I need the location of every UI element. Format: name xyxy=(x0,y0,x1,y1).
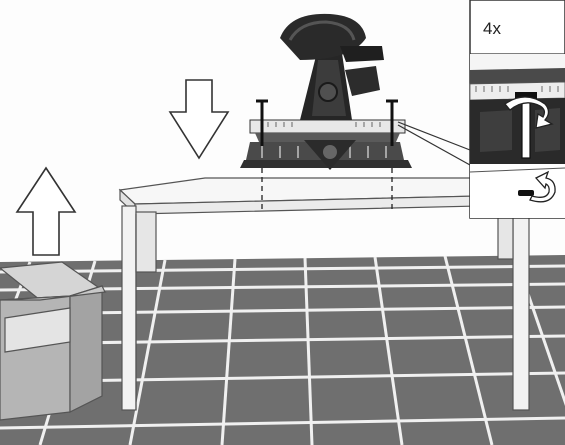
mounting-screws xyxy=(256,99,398,146)
rotate-arrow-icon xyxy=(504,96,554,129)
detail-inset xyxy=(469,0,565,219)
rotate-arrow-icon xyxy=(529,170,556,203)
miter-saw xyxy=(240,13,412,170)
arrow-down-icon xyxy=(168,79,230,160)
packaging-box xyxy=(0,261,107,421)
arrow-up-icon xyxy=(15,166,77,256)
workbench-table xyxy=(118,177,565,411)
quantity-label: 4x xyxy=(483,19,501,38)
callout-lines xyxy=(397,121,471,166)
